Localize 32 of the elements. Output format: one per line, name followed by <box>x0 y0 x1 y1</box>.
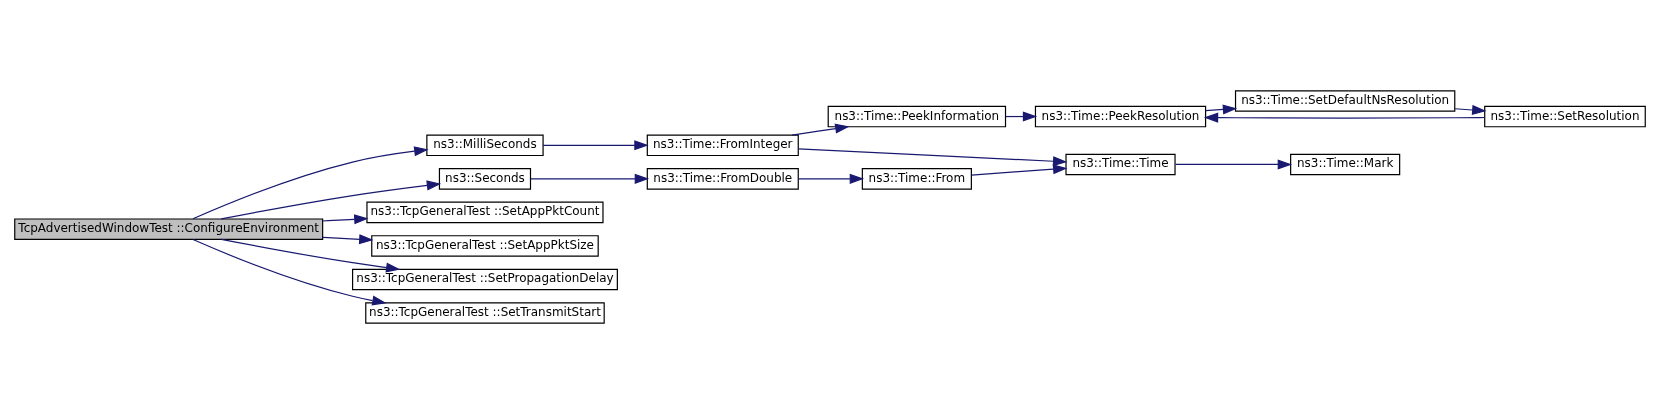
arrow <box>530 173 650 184</box>
arrow <box>322 213 369 224</box>
arrow <box>1205 103 1238 114</box>
node-box: ns3::Time::SetResolution <box>1484 105 1646 127</box>
arrow <box>798 173 865 184</box>
arrow <box>220 179 442 220</box>
arrow <box>322 233 374 244</box>
node-box: ns3::TcpGeneralTest ::SetTransmitStart <box>365 301 605 324</box>
node-box: ns3::TcpGeneralTest ::SetPropagationDelay <box>352 268 618 290</box>
node-box: ns3::TcpGeneralTest ::SetAppPktCount <box>366 201 604 223</box>
arrow <box>1174 158 1293 169</box>
arrow <box>791 123 850 136</box>
arrow <box>970 163 1068 176</box>
node-box: ns3::Time::PeekInformation <box>827 105 1007 127</box>
node-box: ns3::MilliSeconds <box>426 134 544 156</box>
node-box: ns3::Seconds <box>438 167 532 190</box>
arrow <box>1203 112 1486 123</box>
arrow <box>220 238 401 273</box>
node-box: ns3::Time::FromInteger <box>646 134 799 156</box>
node-box: ns3::Time::SetDefaultNsResolution <box>1234 89 1456 112</box>
node-box: ns3::Time::Time <box>1065 153 1176 175</box>
arrow <box>1454 104 1487 115</box>
node-box: ns3::Time::From <box>861 167 972 190</box>
node-box: ns3::Time::Mark <box>1290 153 1401 175</box>
node-box: ns3::TcpGeneralTest ::SetAppPktSize <box>371 234 599 257</box>
arrow <box>542 139 649 150</box>
arrow <box>192 145 429 219</box>
node-box: ns3::Time::FromDouble <box>646 167 799 190</box>
node-box: ns3::Time::PeekResolution <box>1034 105 1207 127</box>
arrow <box>797 147 1068 166</box>
arrow <box>192 238 387 305</box>
node-box: TcpAdvertisedWindowTest ::ConfigureEnvironment <box>14 217 324 240</box>
